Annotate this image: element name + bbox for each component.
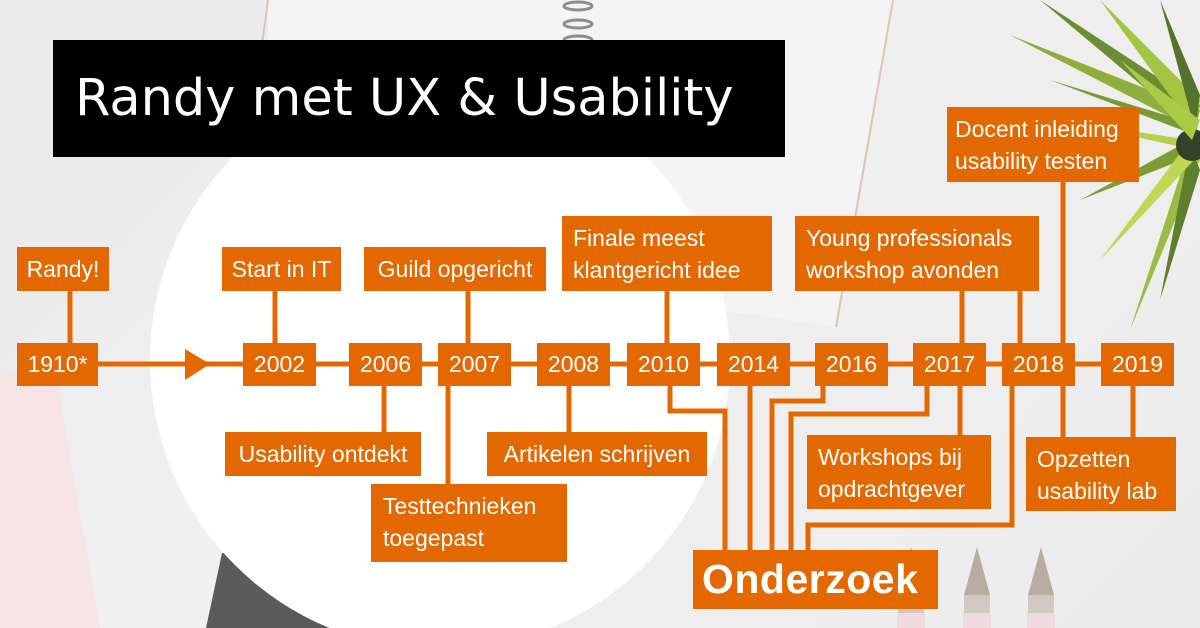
event-label-line-2: usability lab bbox=[1037, 478, 1158, 504]
event-label-line-2: usability testen bbox=[955, 148, 1108, 174]
year-2002: 2002 bbox=[243, 343, 316, 386]
connector-onderzoek-2018 bbox=[805, 386, 1015, 550]
event-label: Start in IT bbox=[231, 256, 332, 282]
pen-icon bbox=[1027, 547, 1055, 628]
event-workshops: Workshops bij opdrachtgever bbox=[807, 435, 991, 509]
hub-onderzoek: Onderzoek bbox=[693, 550, 938, 609]
event-label-line-1: Opzetten bbox=[1037, 446, 1131, 472]
event-label-line-1: Young professionals bbox=[806, 225, 1013, 251]
pink-notebook bbox=[0, 370, 100, 628]
event-start-in-it: Start in IT bbox=[222, 247, 341, 291]
event-randy: Randy! bbox=[17, 247, 109, 291]
event-testtechnieken: Testtechnieken toegepast bbox=[371, 484, 567, 562]
year-2017: 2017 bbox=[913, 343, 986, 386]
pen-icon bbox=[963, 547, 991, 628]
event-label-line-1: Workshops bij bbox=[818, 444, 963, 470]
event-label-line-1: Testtechnieken bbox=[383, 493, 537, 519]
year-2007: 2007 bbox=[438, 343, 511, 386]
event-label-line-2: opdrachtgever bbox=[818, 476, 966, 502]
page-title: Randy met UX & Usability bbox=[75, 69, 734, 128]
event-finale: Finale meest klantgericht idee bbox=[562, 216, 772, 291]
event-young-professionals: Young professionals workshop avonden bbox=[795, 216, 1039, 291]
arrow-icon bbox=[185, 349, 210, 380]
connector-onderzoek-2017 bbox=[788, 386, 930, 550]
year-2006: 2006 bbox=[349, 343, 422, 386]
year-2008: 2008 bbox=[537, 343, 610, 386]
connector-onderzoek-2010 bbox=[667, 386, 728, 550]
event-label-line-1: Finale meest bbox=[573, 225, 705, 251]
event-label-line-2: toegepast bbox=[383, 525, 485, 551]
year-1910: 1910* bbox=[17, 343, 98, 386]
hub-label: Onderzoek bbox=[702, 556, 919, 602]
year-2018: 2018 bbox=[1002, 343, 1075, 386]
event-label: Usability ontdekt bbox=[238, 441, 408, 467]
event-label: Guild opgericht bbox=[377, 256, 533, 282]
event-usability-ontdekt: Usability ontdekt bbox=[225, 432, 421, 476]
title-banner: Randy met UX & Usability bbox=[53, 40, 785, 157]
event-label-line-2: workshop avonden bbox=[806, 257, 1000, 283]
event-artikelen-schrijven: Artikelen schrijven bbox=[487, 432, 707, 476]
year-2019: 2019 bbox=[1101, 343, 1174, 386]
year-2010: 2010 bbox=[627, 343, 700, 386]
event-label: Artikelen schrijven bbox=[503, 441, 691, 467]
notebook-left-edge bbox=[261, 0, 269, 46]
event-label-line-2: klantgericht idee bbox=[573, 257, 741, 283]
connector-onderzoek-2016 bbox=[769, 386, 826, 550]
event-guild-opgericht: Guild opgericht bbox=[364, 247, 546, 291]
event-label-line-1: Docent inleiding bbox=[955, 116, 1119, 142]
year-2014: 2014 bbox=[717, 343, 790, 386]
event-opzetten-lab: Opzetten usability lab bbox=[1026, 437, 1176, 511]
event-label: Randy! bbox=[26, 256, 100, 282]
year-2016: 2016 bbox=[815, 343, 888, 386]
event-docent: Docent inleiding usability testen bbox=[947, 107, 1139, 182]
